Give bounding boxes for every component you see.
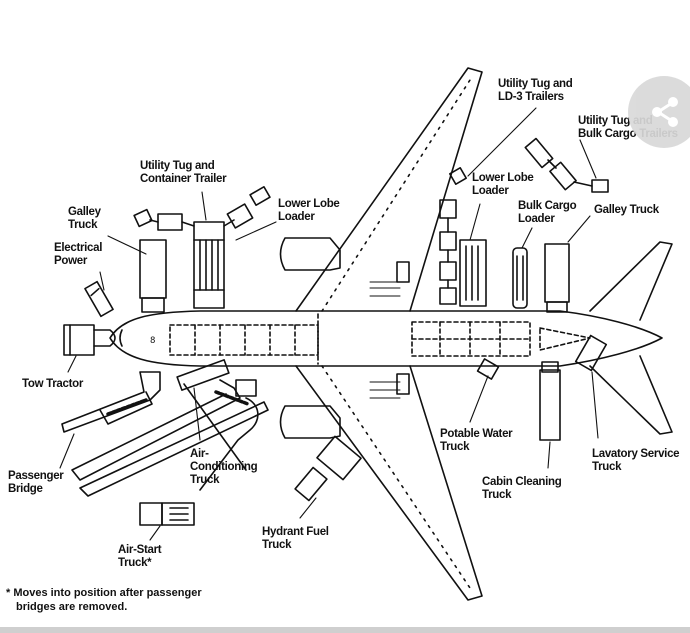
galley-truck-left <box>139 239 167 313</box>
aircraft: 8 <box>109 67 673 601</box>
bottom-strip <box>0 627 690 633</box>
wing-lower <box>295 365 483 601</box>
bulk-cargo-loader <box>512 247 528 309</box>
stabilizer-upper <box>589 241 673 321</box>
share-button[interactable] <box>628 76 690 148</box>
stabilizer-lower <box>589 355 673 435</box>
tow-tractor <box>63 324 116 356</box>
lavatory-service-truck <box>574 334 608 372</box>
svg-text:8: 8 <box>150 336 155 346</box>
label-galley-truck-right: Galley Truck <box>594 204 659 216</box>
wing-upper <box>295 67 483 312</box>
footnote: * Moves into position after passenger br… <box>6 587 202 613</box>
engine-lower <box>279 405 341 439</box>
passenger-bridges <box>61 371 269 497</box>
potable-water-truck <box>476 358 500 380</box>
cabin-cleaning-truck <box>539 361 561 441</box>
label-tow-tractor: Tow Tractor <box>22 378 84 390</box>
galley-truck-right <box>544 243 570 313</box>
vehicles <box>61 137 609 526</box>
utility-tug-container <box>133 186 271 231</box>
air-start-truck <box>139 502 195 526</box>
bulk-cargo-trailers <box>524 137 609 193</box>
air-conditioning-truck <box>176 359 259 491</box>
hydrant-fuel-truck <box>294 435 362 502</box>
electrical-power-unit <box>84 280 114 318</box>
container-loader-left <box>193 221 225 309</box>
fuselage <box>109 310 663 367</box>
leader-lines <box>59 107 599 541</box>
share-icon <box>652 97 678 127</box>
engine-upper <box>279 237 341 271</box>
container-loader-right <box>439 167 487 307</box>
